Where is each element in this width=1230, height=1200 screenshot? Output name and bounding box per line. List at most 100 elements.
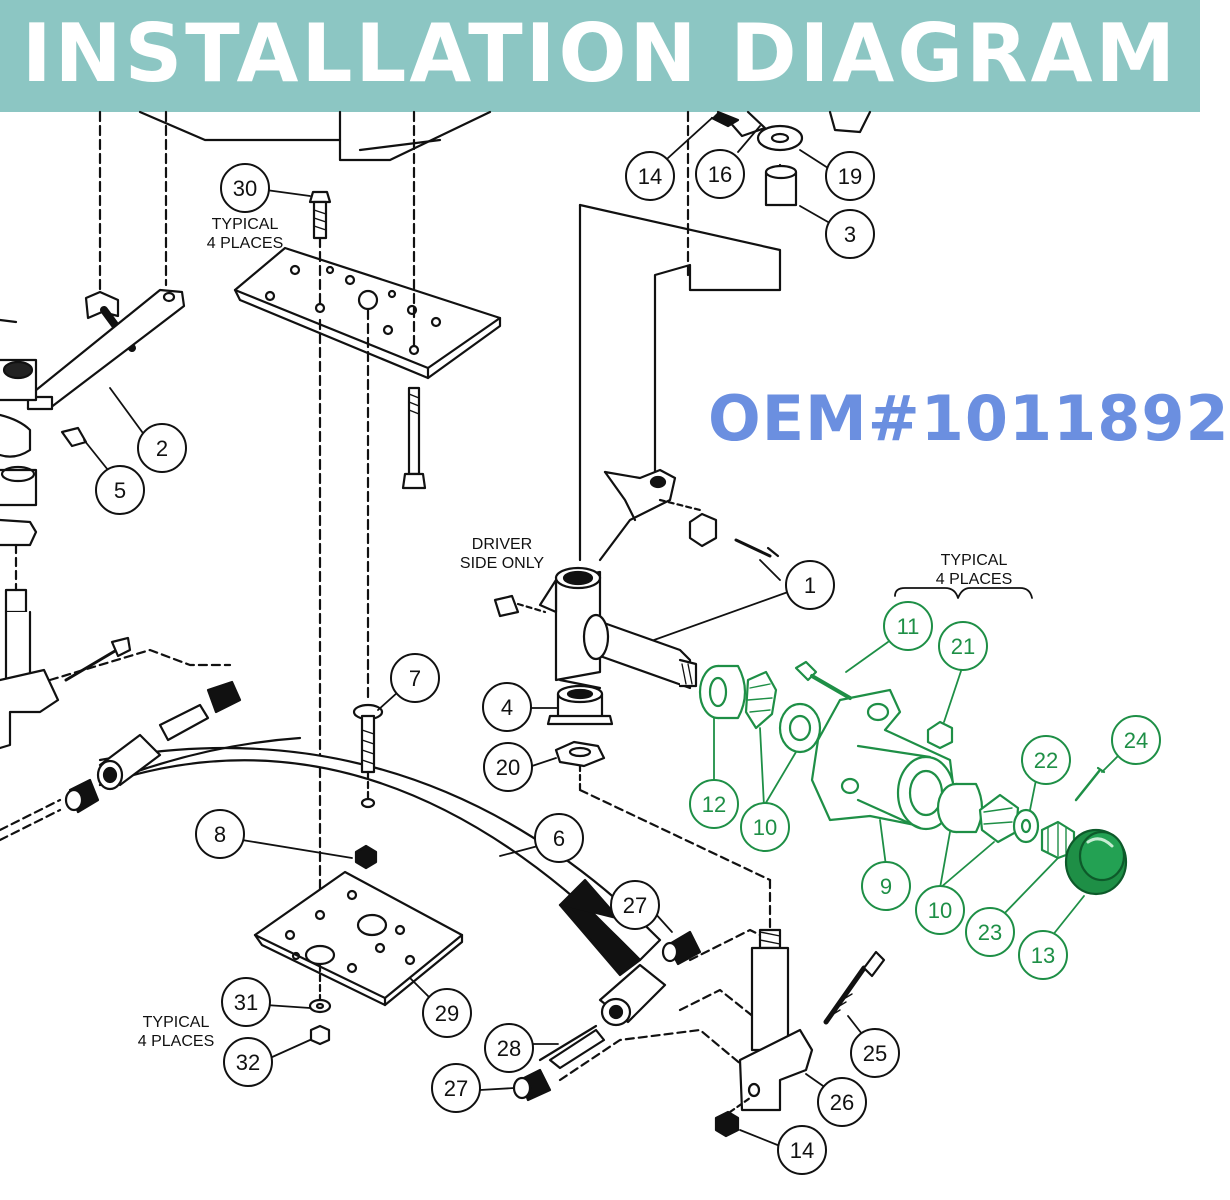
- callout-number: 16: [708, 162, 732, 187]
- callout-number: 29: [435, 1001, 459, 1026]
- callout-circle: [689, 779, 739, 829]
- callout-circle: [137, 423, 187, 473]
- callout-1: 1: [785, 560, 835, 610]
- callout-31: 31: [221, 977, 271, 1027]
- callout-26: 26: [817, 1077, 867, 1127]
- callout-number: 9: [880, 874, 892, 899]
- callout-number: 30: [233, 176, 257, 201]
- callout-4: 4: [482, 682, 532, 732]
- callout-circle: [221, 977, 271, 1027]
- callout-circle: [610, 880, 660, 930]
- note-driver: DRIVER: [472, 536, 532, 553]
- callout-number: 8: [214, 822, 226, 847]
- left-spindle-assembly: [0, 110, 232, 832]
- bolt-25: [823, 950, 886, 1025]
- title-banner: INSTALLATION DIAGRAM: [0, 0, 1200, 112]
- callout-number: 19: [838, 164, 862, 189]
- callout-circle: [825, 209, 875, 259]
- callout-circle: [483, 742, 533, 792]
- callout-30: 30: [220, 163, 270, 213]
- callout-27: 27: [431, 1063, 481, 1113]
- callout-12: 12: [689, 779, 739, 829]
- callout-circle: [482, 682, 532, 732]
- callout-25: 25: [850, 1028, 900, 1078]
- nut-8: [354, 844, 378, 870]
- oem-part-number: OEM#1011892: [708, 382, 1230, 455]
- callout-circle: [1018, 930, 1068, 980]
- callout-circle: [390, 653, 440, 703]
- callout-9: 9: [861, 861, 911, 911]
- frame-plate: [138, 110, 492, 162]
- leader-lines: [83, 117, 863, 1147]
- bolt-7: [352, 703, 384, 809]
- banner-title: INSTALLATION DIAGRAM: [21, 7, 1179, 100]
- spring-eye-left: [0, 680, 242, 842]
- callout-6: 6: [534, 813, 584, 863]
- long-bolt: [401, 386, 427, 490]
- callout-circle: [777, 1125, 827, 1175]
- callout-circle: [965, 907, 1015, 957]
- callout-number: 7: [409, 666, 421, 691]
- callout-number: 21: [951, 634, 975, 659]
- callout-number: 27: [623, 893, 647, 918]
- callout-circle: [431, 1063, 481, 1113]
- callout-circle: [740, 802, 790, 852]
- callout-10: 10: [740, 802, 790, 852]
- callout-number: 4: [501, 695, 513, 720]
- callout-number: 10: [928, 898, 952, 923]
- callout-circle: [625, 151, 675, 201]
- bolt-30: [308, 190, 332, 240]
- callout-28: 28: [484, 1023, 534, 1073]
- callout-number: 2: [156, 436, 168, 461]
- callout-number: 3: [844, 222, 856, 247]
- callout-19: 19: [825, 151, 875, 201]
- callout-circle: [825, 151, 875, 201]
- callout-circle: [861, 861, 911, 911]
- callout-circle: [915, 885, 965, 935]
- callout-number: 27: [444, 1076, 468, 1101]
- note-typical-kit: TYPICAL: [941, 552, 1008, 569]
- note-places-31: 4 PLACES: [138, 1033, 214, 1050]
- note-places-kit: 4 PLACES: [936, 571, 1012, 588]
- callout-14: 14: [777, 1125, 827, 1175]
- callout-29: 29: [422, 988, 472, 1038]
- callout-5: 5: [95, 465, 145, 515]
- bushing-4-washer-20: [546, 684, 772, 882]
- callout-circle: [223, 1037, 273, 1087]
- bottom-plate: [253, 870, 464, 1007]
- callout-24: 24: [1111, 715, 1161, 765]
- callout-22: 22: [1021, 735, 1071, 785]
- callout-circle: [785, 560, 835, 610]
- callout-circle: [484, 1023, 534, 1073]
- callout-number: 6: [553, 826, 565, 851]
- callout-number: 10: [753, 815, 777, 840]
- callout-circle: [534, 813, 584, 863]
- callout-23: 23: [965, 907, 1015, 957]
- callout-circle: [422, 988, 472, 1038]
- callout-8: 8: [195, 809, 245, 859]
- callout-number: 12: [702, 792, 726, 817]
- washer-31-nut-32: [308, 963, 332, 1046]
- callout-21: 21: [938, 621, 988, 671]
- callout-number: 1: [804, 573, 816, 598]
- callout-number: 5: [114, 478, 126, 503]
- callout-7: 7: [390, 653, 440, 703]
- callout-number: 28: [497, 1036, 521, 1061]
- callout-circle: [817, 1077, 867, 1127]
- callout-number: 23: [978, 920, 1002, 945]
- callout-16: 16: [695, 149, 745, 199]
- callout-number: 13: [1031, 943, 1055, 968]
- note-typical-30: TYPICAL: [212, 216, 279, 233]
- callout-circle: [195, 809, 245, 859]
- callout-circle: [850, 1028, 900, 1078]
- hub-kit: [698, 660, 1128, 896]
- callout-number: 11: [897, 614, 920, 639]
- callout-number: 25: [863, 1041, 887, 1066]
- callout-27: 27: [610, 880, 660, 930]
- callout-3: 3: [825, 209, 875, 259]
- callout-number: 22: [1034, 748, 1058, 773]
- callout-circle: [883, 601, 933, 651]
- steering-spindle: [493, 110, 782, 690]
- callout-number: 32: [236, 1050, 260, 1075]
